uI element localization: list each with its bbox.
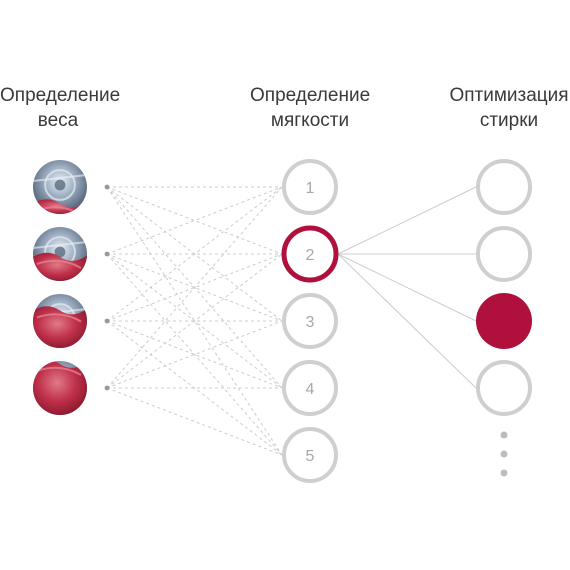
fabric-fill: [33, 306, 87, 348]
connector-line: [337, 253, 477, 322]
softness-node-label: 4: [306, 381, 315, 398]
softness-detection-title: Определение мягкости: [250, 83, 370, 133]
connector-dot: [104, 318, 110, 324]
softness-detection-title-line2: мягкости: [270, 110, 350, 131]
connector-line: [106, 186, 283, 255]
weight-images-group: [33, 160, 110, 415]
drum-load-4-image: [33, 361, 110, 415]
drum-detail: [33, 303, 87, 348]
connector-line: [106, 320, 283, 456]
softness-node-label: 3: [306, 314, 315, 331]
connector-line: [337, 253, 477, 389]
connector-line: [106, 186, 283, 389]
wash-optimization-title-line2: стирки: [479, 110, 539, 131]
ellipsis-dot: [500, 469, 508, 477]
optimization-node-4: [476, 360, 532, 416]
softness-node-3: 3: [282, 293, 338, 349]
softness-node-2: 2: [281, 225, 339, 283]
softness-node-1: 1: [282, 159, 338, 215]
weight-detection-title: Определение веса: [0, 83, 121, 133]
connector-line: [106, 253, 283, 322]
softness-node-5: 5: [282, 427, 338, 483]
softness-node-4: 4: [282, 360, 338, 416]
drum-load-3-image: [33, 294, 110, 348]
connector-dot: [104, 184, 110, 190]
fabric-fold: [36, 366, 82, 376]
optimization-node-1: [476, 159, 532, 215]
ellipsis-dot: [500, 450, 508, 458]
fabric-fold: [36, 259, 82, 269]
weight-detection-title-line1: Определение: [0, 85, 121, 106]
node-ring: [282, 427, 338, 483]
weight-to-softness-connectors: [106, 186, 283, 456]
drum-glint: [33, 241, 87, 249]
connector-line: [337, 186, 477, 255]
drum-glint: [33, 174, 87, 182]
connector-line: [106, 186, 283, 456]
node-ring: [282, 360, 338, 416]
drum-load-2-image: [33, 227, 110, 281]
wash-optimization-title-line1: Оптимизация: [449, 85, 569, 106]
softness-node-label: 2: [306, 247, 315, 264]
fabric-fill: [33, 252, 87, 281]
node-ring: [282, 293, 338, 349]
optimization-node-3-active: [476, 293, 532, 349]
softness-detection-title-line1: Определение: [250, 85, 371, 106]
connector-line: [106, 320, 283, 389]
more-options-ellipsis-icon: [500, 431, 508, 477]
optimization-nodes-group: [476, 159, 532, 416]
connector-dot: [104, 385, 110, 391]
drum-hub: [54, 246, 66, 258]
fabric-fill: [33, 361, 87, 415]
connector-line: [106, 186, 283, 255]
fabric-fold: [36, 313, 82, 323]
ellipsis-dot: [500, 431, 508, 439]
softness-node-label: 1: [306, 180, 315, 197]
optimization-node-2: [476, 226, 532, 282]
softness-nodes-group: 1 2 3 4 5: [281, 159, 339, 483]
connector-line: [106, 320, 283, 389]
node-ring: [281, 225, 339, 283]
softness-to-optimization-connectors: [337, 186, 477, 389]
connector-line: [106, 253, 283, 322]
weight-detection-title-line2: веса: [37, 110, 79, 131]
drum-detail: [33, 236, 87, 281]
drum-ring: [44, 169, 76, 201]
drum-detail: [33, 361, 87, 415]
drum-load-1-image: [33, 160, 110, 214]
drum-hub: [54, 179, 66, 191]
connector-dot: [104, 251, 110, 257]
connector-line: [106, 186, 283, 322]
connector-line: [106, 387, 283, 456]
node-ring: [282, 159, 338, 215]
softness-node-label: 5: [306, 448, 315, 465]
connector-line: [106, 253, 283, 456]
connector-line: [106, 253, 283, 389]
wash-optimization-title: Оптимизация стирки: [448, 83, 570, 133]
